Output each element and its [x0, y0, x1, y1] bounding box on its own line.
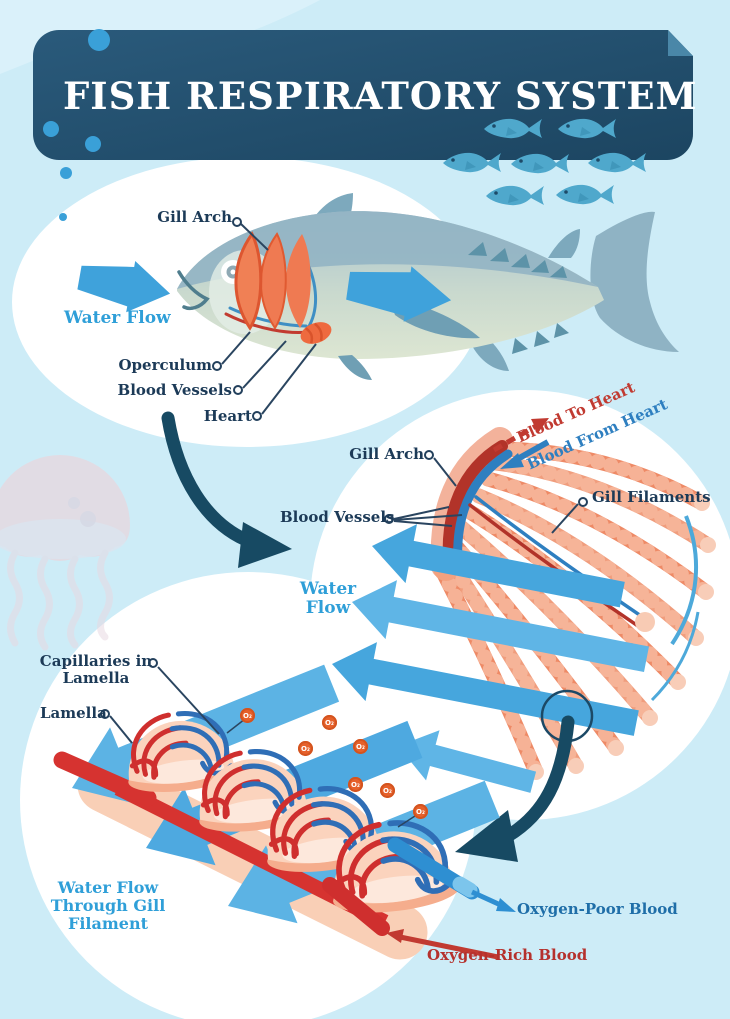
label-water-flow-gill: Water Flow: [299, 579, 357, 619]
gill-water-arrows: [332, 524, 649, 793]
water-out-arrow: [346, 266, 452, 322]
gill-arches: [234, 231, 311, 331]
lamella-detail-illustration: [53, 664, 516, 960]
poster-title: FISH RESPIRATORY SYSTEM: [63, 74, 698, 118]
o2-molecule: O₂: [348, 777, 363, 792]
label-capillaries-in-lamella: Capillaries in Lamella: [39, 652, 153, 687]
label-oxygen-poor-blood: Oxygen-Poor Blood: [517, 900, 678, 918]
blood-direction-arrows: [492, 418, 550, 469]
zoom-arrow-to-gill: [161, 411, 292, 568]
o2-molecule: O₂: [298, 741, 313, 756]
artery-out-tube: [322, 877, 499, 960]
label-gill-arch-fish: Gill Arch: [157, 208, 232, 226]
filament-tips: [528, 495, 716, 780]
tail-fin: [590, 211, 679, 352]
artery-in-tube: [53, 751, 157, 807]
finlets: [468, 242, 569, 354]
jellyfish-silhouette: [0, 455, 130, 651]
zoom-arrow-to-lamella: [455, 715, 575, 862]
label-gill-filaments: Gill Filaments: [592, 488, 711, 506]
label-blood-vessels-detail: Blood Vessels: [280, 508, 395, 526]
label-water-flow-through-filament: Water Flow Through Gill Filament: [50, 878, 166, 934]
label-gill-arch-detail: Gill Arch: [349, 445, 424, 463]
leader-lines: [109, 223, 579, 828]
label-lamella: Lamella: [40, 704, 107, 722]
label-blood-vessels-fish: Blood Vessels: [117, 381, 232, 399]
fish-heart: [300, 322, 332, 344]
bubble-dots: [43, 29, 110, 221]
label-water-flow-fish: Water Flow: [64, 308, 171, 328]
gill-detail-illustration: [332, 418, 716, 793]
water-arcs: [650, 515, 700, 702]
label-heart: Heart: [203, 407, 252, 425]
label-oxygen-rich-blood: Oxygen-Rich Blood: [427, 946, 588, 964]
o2-molecule: O₂: [380, 783, 395, 798]
o2-molecule: O₂: [413, 804, 428, 819]
fish-illustration: [77, 193, 679, 380]
vein-out-tube: [387, 837, 516, 912]
o2-molecule: O₂: [240, 708, 255, 723]
o2-molecule: O₂: [322, 715, 337, 730]
banner-fold-corner: [668, 30, 693, 56]
label-operculum: Operculum: [118, 356, 212, 374]
o2-molecule: O₂: [353, 739, 368, 754]
fish-mouth: [177, 270, 210, 311]
water-in-arrow: [77, 261, 171, 313]
label-markers: [100, 217, 588, 719]
